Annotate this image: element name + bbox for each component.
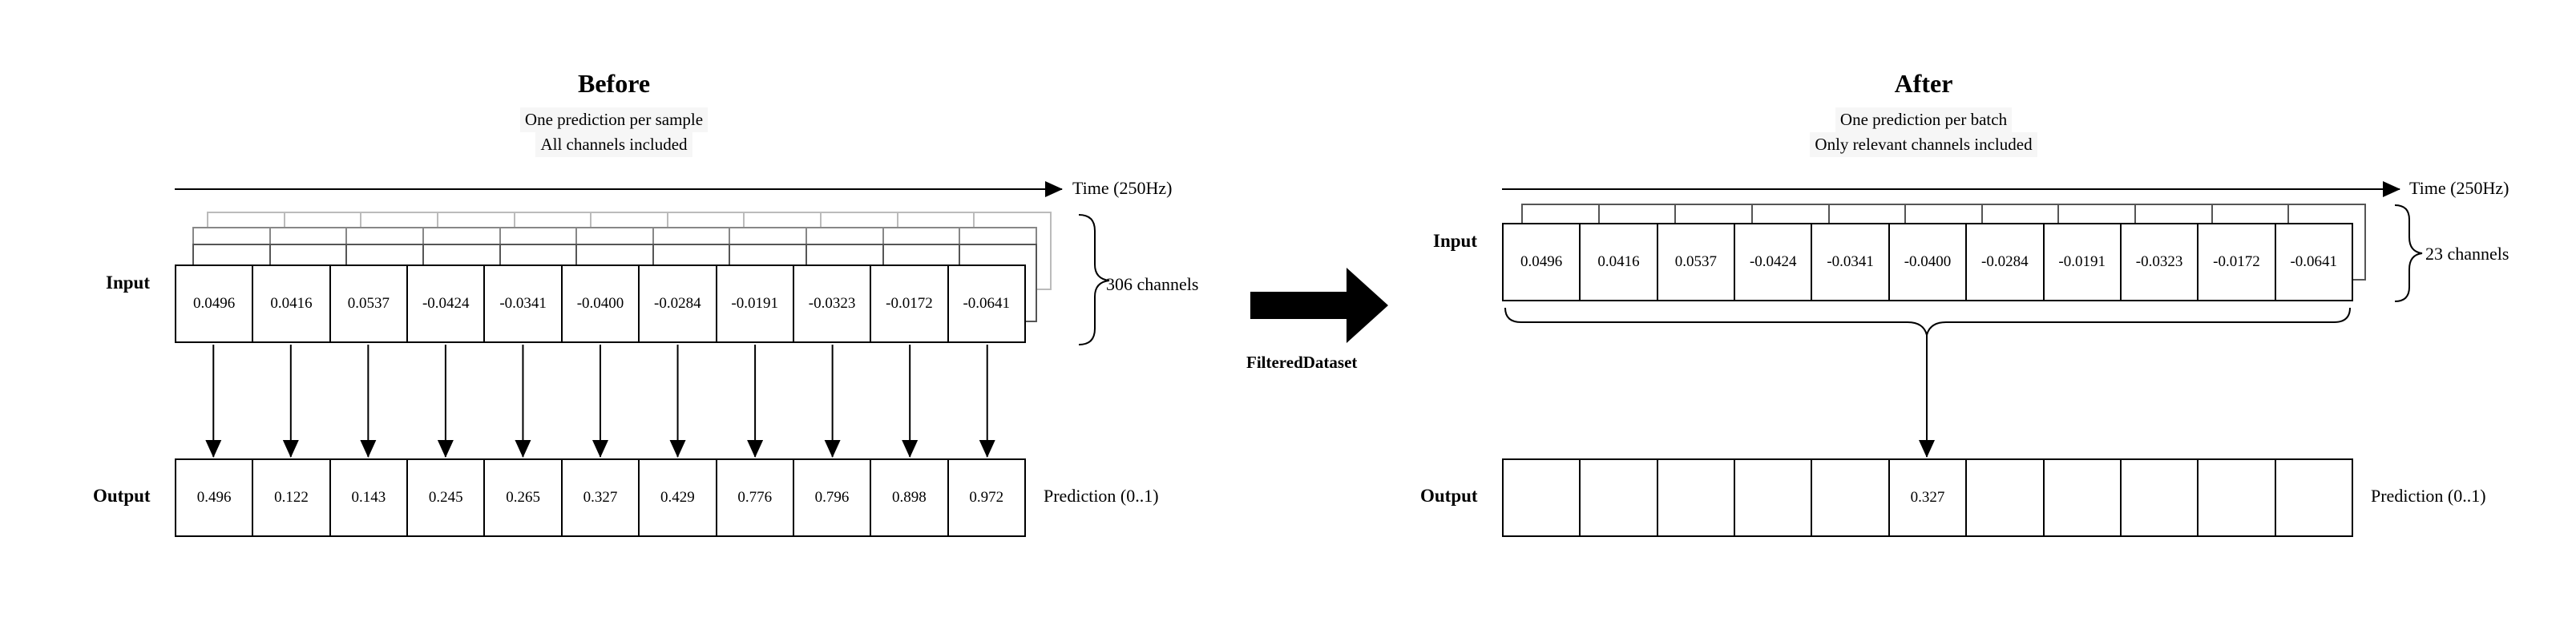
before-input-cell: -0.0341 <box>485 266 563 341</box>
after-output-label: Output <box>1420 486 1478 506</box>
after-output-cell <box>1967 460 2045 535</box>
before-output-cell: 0.265 <box>485 460 563 535</box>
after-output-cell <box>1735 460 1813 535</box>
after-input-row: 0.0496 0.0416 0.0537 -0.0424 -0.0341 -0.… <box>1502 223 2353 301</box>
before-input-cell: -0.0191 <box>717 266 794 341</box>
after-output-row: 0.327 <box>1502 458 2353 537</box>
before-input-cell: 0.0537 <box>331 266 409 341</box>
after-channels-label: 23 channels <box>2425 244 2509 264</box>
after-subtitle: One prediction per batch Only relevant c… <box>1683 107 2164 157</box>
before-output-cell: 0.796 <box>794 460 872 535</box>
after-input-cell: -0.0191 <box>2045 224 2122 300</box>
before-input-row: 0.0496 0.0416 0.0537 -0.0424 -0.0341 -0.… <box>175 264 1026 343</box>
after-output-cell <box>2198 460 2276 535</box>
before-output-cell: 0.122 <box>253 460 331 535</box>
after-channels-brace <box>2394 204 2423 302</box>
before-time-label: Time (250Hz) <box>1072 178 1173 198</box>
before-subtitle: One prediction per sample All channels i… <box>373 107 854 157</box>
after-input-cell: -0.0641 <box>2290 253 2338 270</box>
before-output-cell: 0.496 <box>176 460 254 535</box>
after-time-label: Time (250Hz) <box>2409 178 2509 198</box>
before-output-cell: 0.143 <box>331 460 409 535</box>
before-output-cell: 0.327 <box>563 460 640 535</box>
before-prediction-label: Prediction (0..1) <box>1044 486 1159 506</box>
after-input-cell: 0.0416 <box>1581 224 1658 300</box>
before-input-cell: -0.0400 <box>563 266 640 341</box>
before-input-cell: -0.0424 <box>408 266 486 341</box>
before-channels-brace <box>1078 214 1110 345</box>
before-output-label: Output <box>93 486 151 506</box>
transform-arrow <box>1250 268 1388 343</box>
after-input-cell: -0.0323 <box>2122 224 2199 300</box>
after-input-cell: -0.0341 <box>1812 224 1890 300</box>
before-output-cell: 0.245 <box>408 460 486 535</box>
after-output-cell <box>1581 460 1658 535</box>
after-input-cell: -0.0424 <box>1735 224 1813 300</box>
after-subtitle-line1: One prediction per batch <box>1835 107 2013 132</box>
before-input-label: Input <box>106 273 150 293</box>
after-output-cell <box>1812 460 1890 535</box>
before-input-cell: -0.0172 <box>871 266 949 341</box>
before-output-cell: 0.429 <box>640 460 717 535</box>
before-sample-arrows <box>205 345 995 458</box>
before-input-cell: -0.0323 <box>794 266 872 341</box>
before-output-cell: 0.898 <box>871 460 949 535</box>
before-output-row: 0.496 0.122 0.143 0.245 0.265 0.327 0.42… <box>175 458 1026 537</box>
before-output-cell: 0.972 <box>969 489 1004 506</box>
after-input-cell: 0.0537 <box>1658 224 1736 300</box>
before-subtitle-line1: One prediction per sample <box>519 107 709 132</box>
after-subtitle-line2: Only relevant channels included <box>1810 132 2037 157</box>
after-output-cell <box>1658 460 1736 535</box>
before-channels-label: 306 channels <box>1106 274 1199 294</box>
before-title: Before <box>577 69 651 98</box>
transform-label: FilteredDataset <box>1246 353 1358 372</box>
after-batch-brace <box>1504 307 2351 336</box>
before-input-cell: -0.0641 <box>963 295 1011 312</box>
after-output-cell <box>1504 460 1581 535</box>
after-input-cell: -0.0400 <box>1890 224 1968 300</box>
before-output-cell: 0.776 <box>717 460 794 535</box>
after-title: After <box>1894 69 1953 98</box>
after-input-cell: 0.0496 <box>1504 224 1581 300</box>
before-input-cell: 0.0496 <box>176 266 254 341</box>
after-output-cell: 0.327 <box>1890 460 1968 535</box>
after-prediction-label: Prediction (0..1) <box>2371 486 2486 506</box>
before-input-cell: -0.0284 <box>640 266 717 341</box>
after-input-label: Input <box>1433 231 1477 251</box>
after-input-cell: -0.0172 <box>2198 224 2276 300</box>
after-input-cell: -0.0284 <box>1967 224 2045 300</box>
before-input-cell: 0.0416 <box>253 266 331 341</box>
after-output-cell <box>2045 460 2122 535</box>
after-output-cell <box>2122 460 2199 535</box>
before-subtitle-line2: All channels included <box>535 132 692 157</box>
